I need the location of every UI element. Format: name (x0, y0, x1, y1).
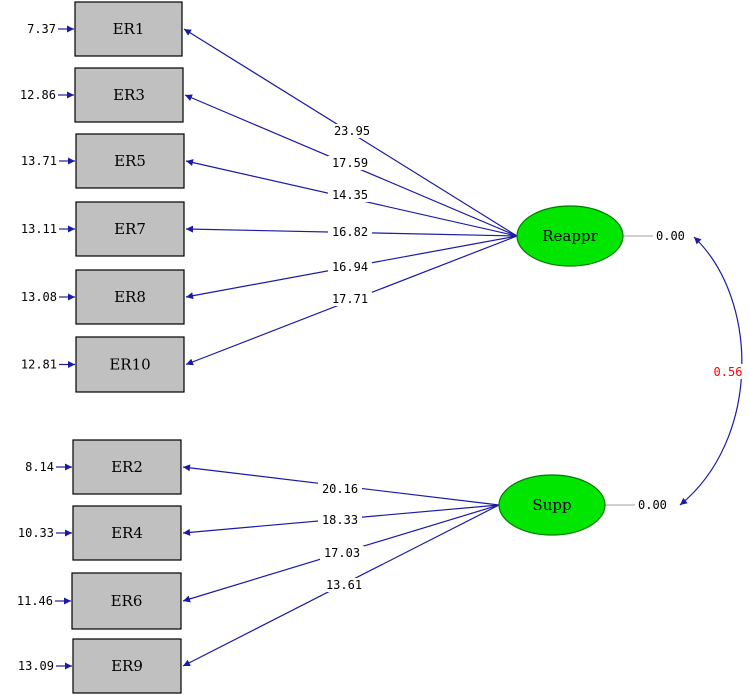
indicator-label-er10: ER10 (109, 356, 150, 374)
loading-value-er6: 17.03 (324, 546, 360, 560)
latent-variance-reappr: 0.00 (656, 229, 685, 243)
error-variance-er8: 13.08 (21, 290, 57, 304)
indicator-box-er9 (72, 638, 182, 694)
loading-label-bg (318, 482, 362, 496)
loading-label-bg (318, 513, 362, 527)
loading-label-bg (328, 188, 372, 202)
loading-value-er4: 18.33 (322, 513, 358, 527)
indicator-box-er8 (75, 269, 185, 325)
error-variance-er2: 8.14 (25, 460, 54, 474)
error-variance-er10: 12.81 (21, 358, 57, 372)
indicator-label-er9: ER9 (111, 657, 143, 675)
correlation-label-bg (706, 364, 748, 379)
loading-value-er7: 16.82 (332, 225, 368, 239)
latent-ellipse-supp (498, 474, 606, 536)
indicator-label-er7: ER7 (114, 220, 146, 238)
loading-value-er1: 23.95 (334, 124, 370, 138)
indicator-box-er7 (75, 201, 185, 257)
indicator-box-er4 (72, 505, 182, 561)
error-variance-er1: 7.37 (27, 22, 56, 36)
loading-label-bg (328, 156, 372, 170)
loading-label-bg (328, 225, 372, 239)
loading-value-er2: 20.16 (322, 482, 358, 496)
indicator-box-er1 (74, 1, 183, 57)
loading-value-er8: 16.94 (332, 260, 368, 274)
indicator-box-er2 (72, 439, 182, 495)
error-variance-er5: 13.71 (21, 154, 57, 168)
indicator-box-er3 (74, 67, 184, 123)
indicator-label-er2: ER2 (111, 458, 143, 476)
indicator-label-er6: ER6 (111, 592, 143, 610)
latent-label-reappr: Reappr (542, 227, 598, 245)
loading-value-er10: 17.71 (332, 292, 368, 306)
indicator-label-er1: ER1 (113, 20, 145, 38)
correlation-value: 0.56 (714, 365, 743, 379)
indicator-label-er5: ER5 (114, 152, 146, 170)
error-variance-er4: 10.33 (18, 526, 54, 540)
indicator-box-er10 (75, 336, 185, 393)
error-variance-er6: 11.46 (17, 594, 53, 608)
loading-label-bg (328, 260, 372, 274)
indicator-box-er6 (71, 572, 182, 630)
indicator-label-er8: ER8 (114, 288, 146, 306)
indicator-label-er4: ER4 (111, 524, 143, 542)
loading-value-er5: 14.35 (332, 188, 368, 202)
latent-label-supp: Supp (532, 496, 571, 514)
error-variance-er9: 13.09 (18, 659, 54, 673)
error-variance-er7: 13.11 (21, 222, 57, 236)
loading-label-bg (330, 124, 374, 138)
error-variance-er3: 12.86 (20, 88, 56, 102)
loading-label-bg (328, 292, 372, 306)
indicator-box-er5 (75, 133, 185, 189)
loading-label-bg (320, 546, 364, 560)
loading-value-er3: 17.59 (332, 156, 368, 170)
loading-label-bg (322, 578, 366, 592)
latent-ellipse-reappr (516, 205, 624, 267)
latent-variance-supp: 0.00 (638, 498, 667, 512)
indicator-label-er3: ER3 (113, 86, 145, 104)
loading-value-er9: 13.61 (326, 578, 362, 592)
